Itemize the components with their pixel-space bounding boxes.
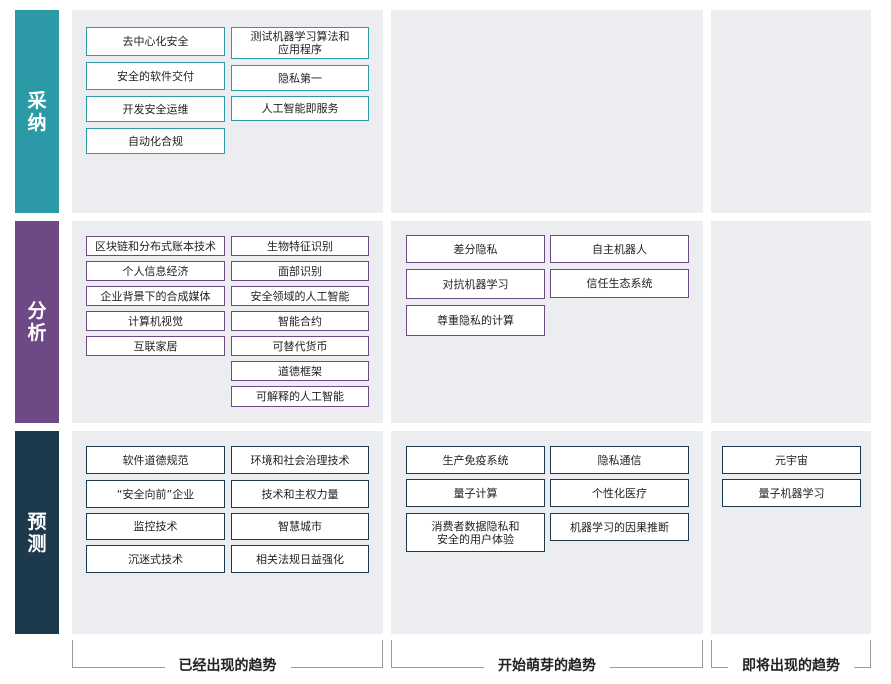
cell-analyze-upcoming (711, 221, 871, 423)
trend-item: 安全领域的人工智能 (231, 286, 369, 306)
trend-item: 生物特征识别 (231, 236, 369, 256)
trend-item: 开发安全运维 (86, 96, 225, 122)
trend-item: 互联家居 (86, 336, 225, 356)
trend-item: 技术和主权力量 (231, 480, 369, 508)
trend-item: 可解释的人工智能 (231, 386, 369, 407)
trend-item: 个性化医疗 (550, 479, 689, 507)
trend-item: 自动化合规 (86, 128, 225, 154)
trend-item: 消费者数据隐私和 安全的用户体验 (406, 513, 545, 552)
cell-adopt-upcoming (711, 10, 871, 213)
row-label-analyze: 分析 (27, 300, 47, 344)
column-bracket-emerged: 已经出现的趋势 (72, 640, 383, 675)
row-band-adopt: 采纳 (15, 10, 59, 213)
trend-item: 相关法规日益强化 (231, 545, 369, 573)
cell-adopt-budding (391, 10, 703, 213)
trend-item: 尊重隐私的计算 (406, 305, 545, 336)
trend-item: 安全的软件交付 (86, 62, 225, 90)
column-bracket-upcoming: 即将出现的趋势 (711, 640, 871, 675)
trend-item: 差分隐私 (406, 235, 545, 263)
trend-item: 计算机视觉 (86, 311, 225, 331)
trend-item: 企业背景下的合成媒体 (86, 286, 225, 306)
trend-item: 量子机器学习 (722, 479, 861, 507)
trend-item: 面部识别 (231, 261, 369, 281)
trend-item: 自主机器人 (550, 235, 689, 263)
column-label-budding: 开始萌芽的趋势 (484, 655, 610, 675)
trend-item: 智能合约 (231, 311, 369, 331)
trend-item: 测试机器学习算法和 应用程序 (231, 27, 369, 59)
trend-item: 环境和社会治理技术 (231, 446, 369, 474)
trend-item: 信任生态系统 (550, 269, 689, 298)
trend-item: 量子计算 (406, 479, 545, 507)
trend-item: 人工智能即服务 (231, 96, 369, 121)
column-label-upcoming: 即将出现的趋势 (728, 655, 854, 675)
trend-item: 去中心化安全 (86, 27, 225, 56)
trend-item: 元宇宙 (722, 446, 861, 474)
trend-item: 隐私通信 (550, 446, 689, 474)
row-label-adopt: 采纳 (27, 89, 47, 134)
trend-item: 区块链和分布式账本技术 (86, 236, 225, 256)
trend-item: 沉迷式技术 (86, 545, 225, 573)
trend-item: 对抗机器学习 (406, 269, 545, 299)
trend-item: 个人信息经济 (86, 261, 225, 281)
trend-item: 软件道德规范 (86, 446, 225, 474)
column-label-emerged: 已经出现的趋势 (164, 655, 291, 675)
column-bracket-budding: 开始萌芽的趋势 (391, 640, 703, 675)
trend-item: 道德框架 (231, 361, 369, 381)
trend-item: 隐私第一 (231, 65, 369, 91)
trend-item: 可替代货币 (231, 336, 369, 356)
row-band-anticipate: 预测 (15, 431, 59, 634)
trend-item: 生产免疫系统 (406, 446, 545, 474)
trend-item: 监控技术 (86, 513, 225, 540)
row-band-analyze: 分析 (15, 221, 59, 423)
trend-item: 智慧城市 (231, 513, 369, 540)
trend-item: “安全向前”企业 (86, 480, 225, 508)
trend-item: 机器学习的因果推断 (550, 513, 689, 541)
row-label-anticipate: 预测 (27, 510, 47, 555)
